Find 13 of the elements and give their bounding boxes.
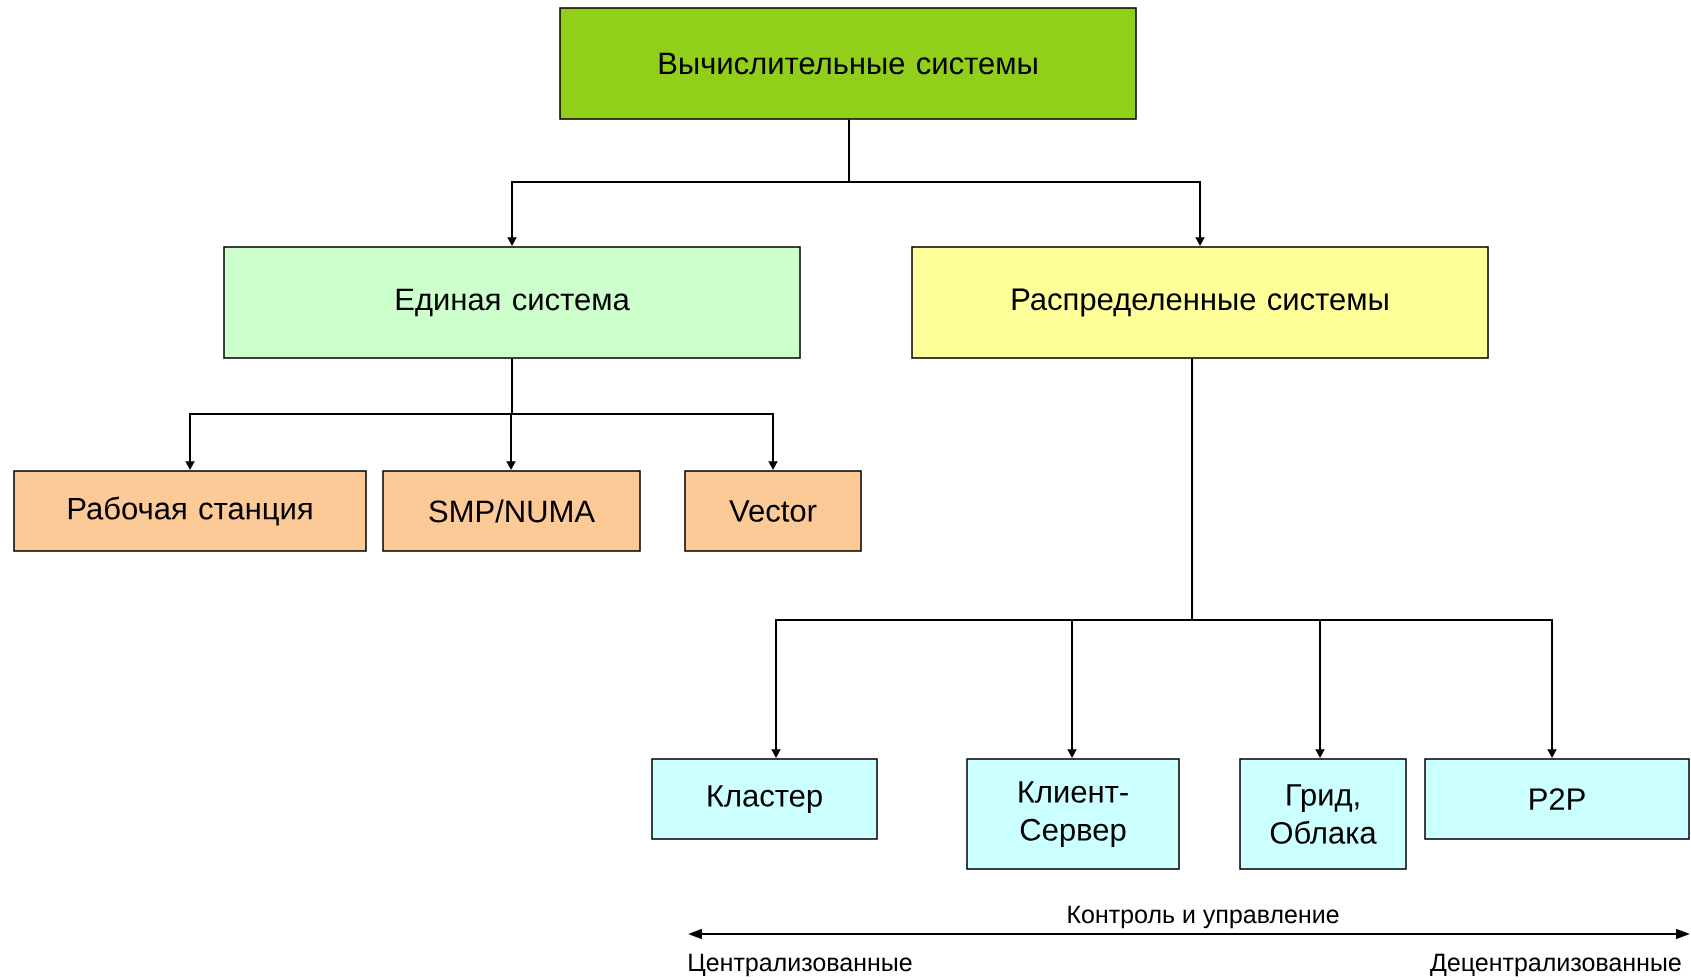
box: SMP/NUMA <box>382 470 641 552</box>
box: Единая система <box>223 246 801 359</box>
box: Грид, Облака <box>1239 758 1407 870</box>
box: Клиент-Сервер <box>966 758 1180 870</box>
axis-label: Централизованные <box>689 953 912 977</box>
box: Рабочая станция <box>13 470 367 552</box>
box: P2P <box>1424 758 1690 840</box>
box: Кластер <box>651 758 878 840</box>
axis-label: Контроль и управление <box>1068 905 1339 929</box>
box: Распределенные системы <box>911 246 1489 359</box>
axis-label: Децентрализованные <box>1430 953 1681 977</box>
box: Vector <box>684 470 862 552</box>
box: Вычислительные системы <box>559 7 1137 120</box>
